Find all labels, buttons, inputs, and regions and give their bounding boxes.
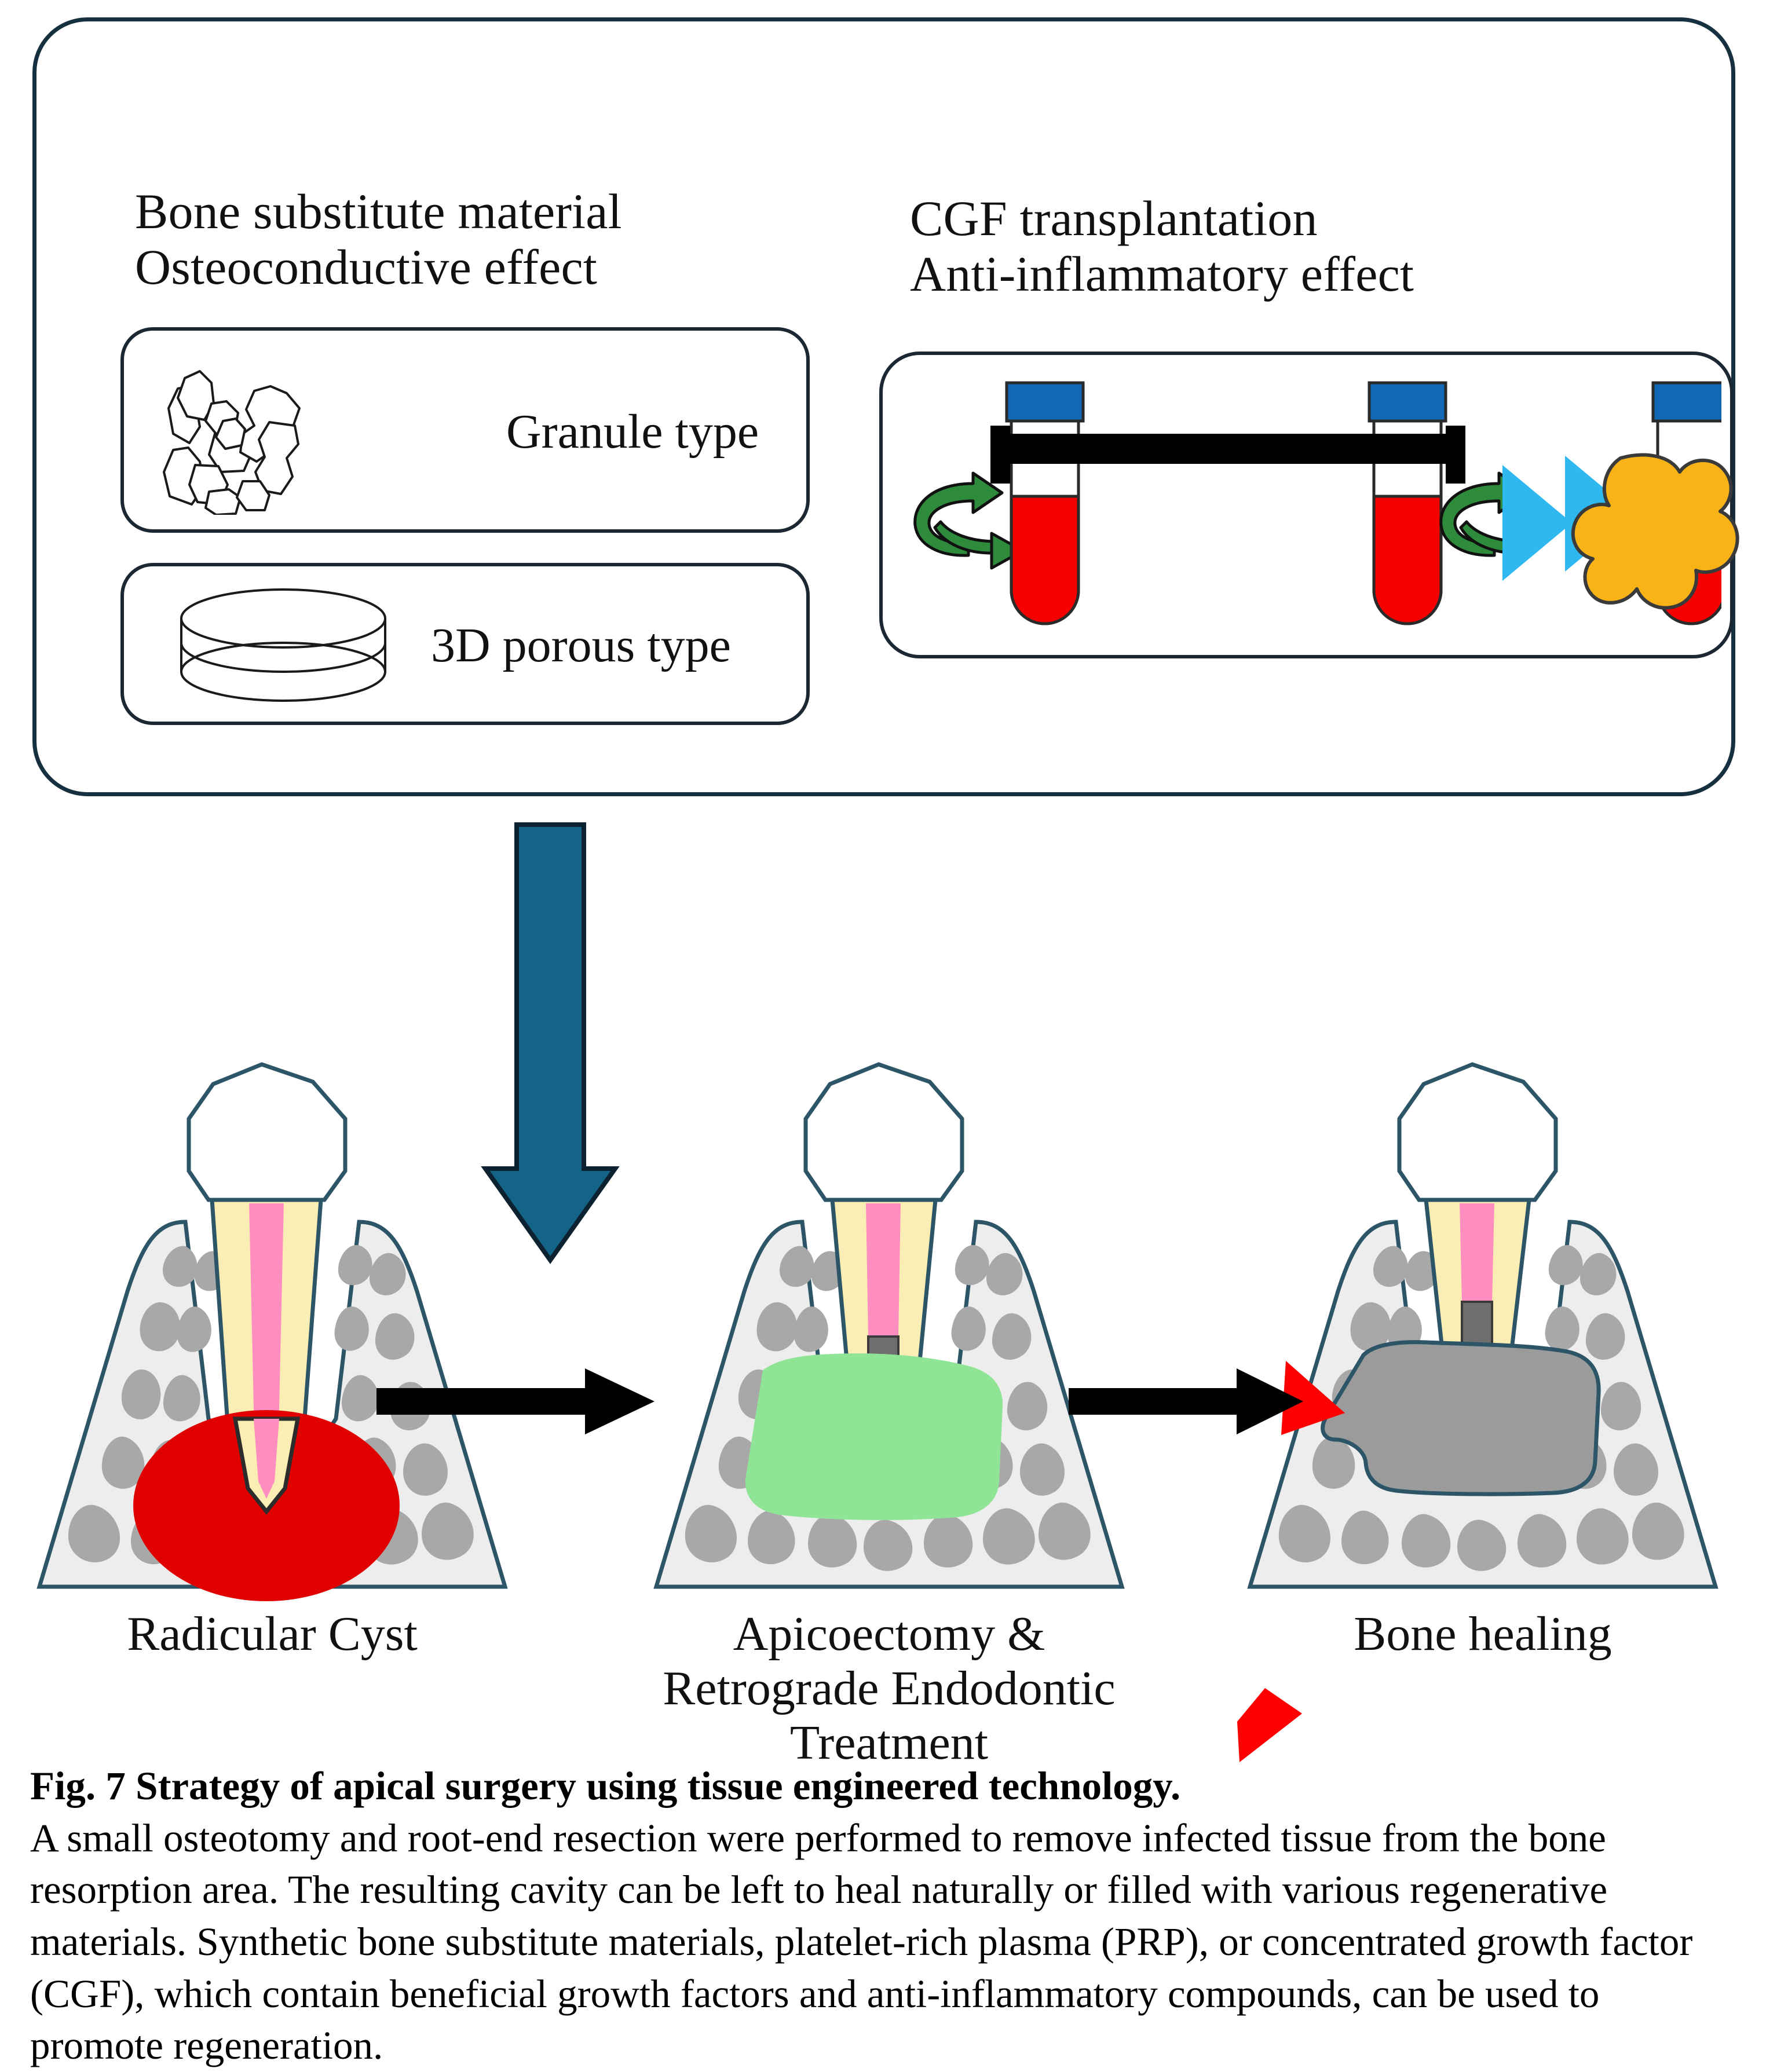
- stage-radicular-cyst: [12, 1048, 533, 1607]
- spin-arrow-left: [913, 471, 1025, 570]
- bone-block: [1247, 1220, 1719, 1589]
- healed-bone: [1321, 1340, 1601, 1496]
- down-arrow: [481, 821, 620, 1264]
- figure-caption: Fig. 7 Strategy of apical surgery using …: [30, 1760, 1710, 2072]
- healing-marker: [1281, 1361, 1345, 1435]
- centrifuge-process-icon: [899, 370, 1731, 647]
- step-arrow-2: [1502, 465, 1572, 581]
- granule-cluster-icon: [156, 353, 480, 516]
- cgf-clot-icon: [1571, 453, 1739, 610]
- centrifuge-tube-1: [1005, 381, 1085, 625]
- cgf-process-card: [879, 352, 1739, 658]
- stage-apicoectomy: [628, 1048, 1150, 1607]
- materials-panel: Bone substitute material Osteoconductive…: [32, 17, 1739, 796]
- connector-arrow-1: [376, 1358, 666, 1445]
- bone-substitute-heading: Bone substitute material Osteoconductive…: [135, 184, 622, 295]
- root-apex-over-lesion: [232, 1416, 301, 1515]
- caption-title: Fig. 7 Strategy of apical surgery using …: [30, 1764, 1181, 1808]
- stray-marker: [1234, 1688, 1303, 1763]
- cgf-output-group: [1502, 453, 1739, 610]
- connector-arrow-2: [1069, 1358, 1312, 1445]
- porous-type-label: 3D porous type: [431, 618, 731, 672]
- rotor-bar: [990, 426, 1465, 484]
- centrifuge-tube-2: [1368, 381, 1447, 625]
- tooth: [803, 1062, 964, 1383]
- porous-cylinder-icon: [159, 585, 419, 709]
- stage-label-3: Bone healing: [1354, 1607, 1612, 1661]
- cgf-heading: CGF transplantation Anti-inflammatory ef…: [910, 191, 1414, 302]
- caption-body: A small osteotomy and root-end resection…: [30, 1815, 1693, 2068]
- porous-type-card: 3D porous type: [120, 563, 810, 725]
- bone-graft: [745, 1353, 1003, 1520]
- stage-label-2: Apicoectomy & Retrograde Endodontic Trea…: [663, 1607, 1116, 1770]
- granule-type-label: Granule type: [506, 405, 759, 459]
- granule-type-card: Granule type: [120, 327, 810, 533]
- stage-label-1: Radicular Cyst: [127, 1607, 418, 1661]
- stage-bone-healing: [1222, 1048, 1743, 1607]
- tooth: [1397, 1062, 1558, 1352]
